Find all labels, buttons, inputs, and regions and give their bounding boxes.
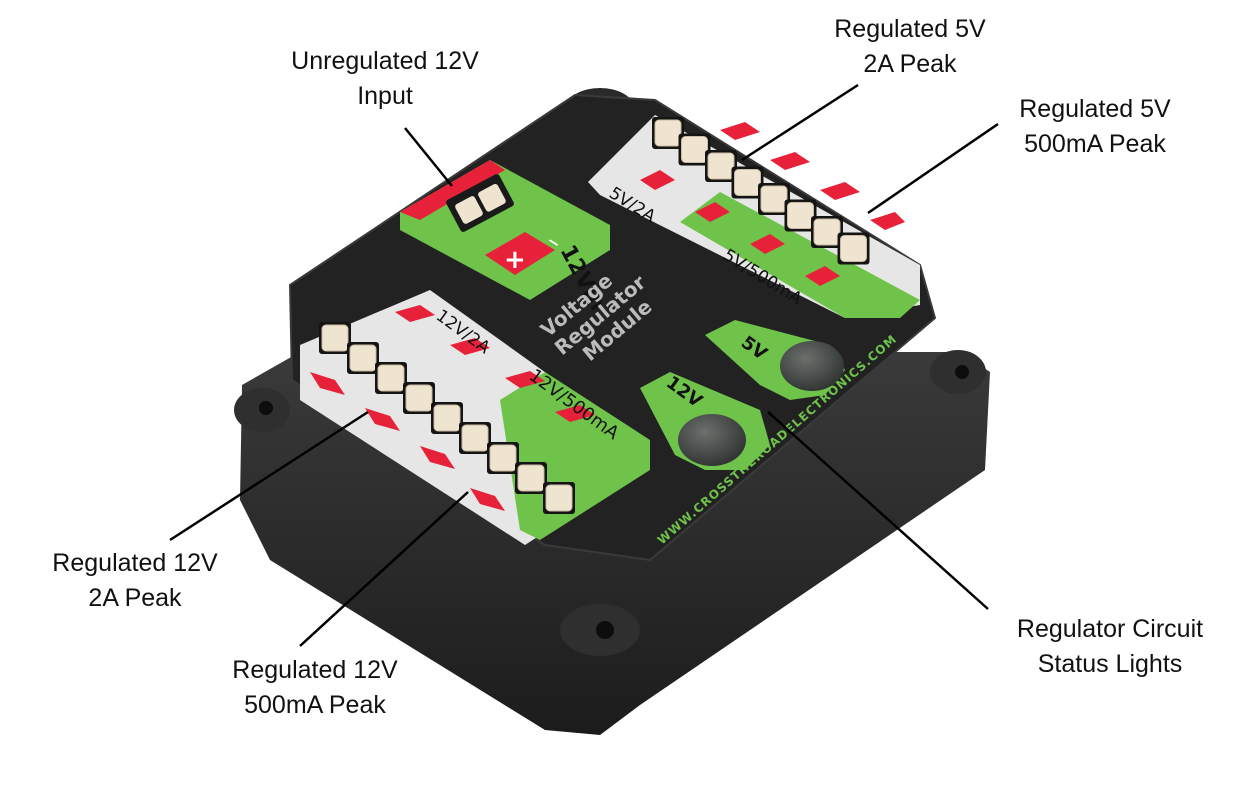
connector-12v-pin bbox=[433, 404, 461, 432]
callout-status-lights: Regulator Circuit Status Lights bbox=[985, 612, 1235, 682]
leader-12v2a bbox=[169, 410, 369, 542]
connector-12v-pin bbox=[489, 444, 517, 472]
leader-status bbox=[767, 411, 989, 610]
leader-5v500 bbox=[867, 122, 999, 215]
connector-5v-pin bbox=[734, 169, 761, 196]
callout-input-line1: Unregulated 12V bbox=[291, 47, 479, 75]
callout-12v2a-line1: Regulated 12V bbox=[52, 549, 218, 577]
leader-12v500 bbox=[299, 491, 469, 647]
led-5v bbox=[780, 341, 844, 391]
connector-5v-pin bbox=[707, 152, 735, 180]
red-stripes-5v bbox=[640, 122, 905, 286]
connector-12v-pin bbox=[405, 384, 433, 412]
connector-12v-pin bbox=[349, 344, 377, 372]
red-stripes-12v bbox=[310, 305, 595, 511]
panel-12v: 12V/2A 12V/500mA bbox=[300, 290, 650, 545]
connector-5v-pin bbox=[840, 235, 867, 262]
panel-5v: 5V/2A 5V/500mA bbox=[588, 115, 920, 318]
leader-input bbox=[404, 127, 453, 187]
connector-12v-pin bbox=[545, 484, 573, 512]
callout-regulated-5v-500ma: Regulated 5V 500mA Peak bbox=[980, 92, 1210, 162]
callout-input-line2: Input bbox=[357, 82, 413, 110]
callout-12v2a-line2: 2A Peak bbox=[88, 584, 182, 612]
connector-5v-pin bbox=[654, 119, 682, 147]
plus-block bbox=[485, 232, 555, 275]
connectors-12v bbox=[319, 322, 575, 514]
callout-regulated-12v-500ma: Regulated 12V 500mA Peak bbox=[185, 653, 445, 723]
leader-lines bbox=[169, 83, 999, 647]
connector-5v-pin bbox=[760, 185, 788, 213]
connector-5v-pin bbox=[787, 202, 814, 229]
connectors-5v bbox=[652, 117, 870, 265]
callout-5v2a-line1: Regulated 5V bbox=[834, 15, 986, 43]
connector-5v-pin bbox=[681, 136, 708, 163]
callout-regulated-5v-2a: Regulated 5V 2A Peak bbox=[790, 12, 1030, 82]
callout-12v500-line2: 500mA Peak bbox=[244, 691, 386, 719]
callout-5v500-line1: Regulated 5V bbox=[1019, 95, 1171, 123]
connector-12v-pin bbox=[377, 364, 405, 392]
callout-status-line2: Status Lights bbox=[1037, 650, 1183, 678]
status-lights: 5V 12V bbox=[640, 320, 845, 470]
callout-5v2a-line2: 2A Peak bbox=[863, 50, 957, 78]
input-connector bbox=[446, 174, 514, 232]
input-12v-section: + – 12Vin bbox=[400, 160, 610, 315]
connector-5v-pin bbox=[813, 218, 841, 246]
callout-5v500-line2: 500mA Peak bbox=[1024, 130, 1166, 158]
callout-status-line1: Regulator Circuit bbox=[1016, 615, 1204, 643]
callout-unregulated-input: Unregulated 12V Input bbox=[255, 44, 515, 114]
plus-sign: + bbox=[504, 245, 526, 275]
connector-12v-pin bbox=[461, 424, 489, 452]
callout-regulated-12v-2a: Regulated 12V 2A Peak bbox=[20, 546, 250, 616]
callout-12v500-line1: Regulated 12V bbox=[232, 656, 398, 684]
connector-12v-pin bbox=[321, 324, 349, 352]
connector-12v-pin bbox=[517, 464, 545, 492]
led-12v bbox=[678, 414, 746, 466]
leader-5v2a bbox=[741, 83, 859, 162]
